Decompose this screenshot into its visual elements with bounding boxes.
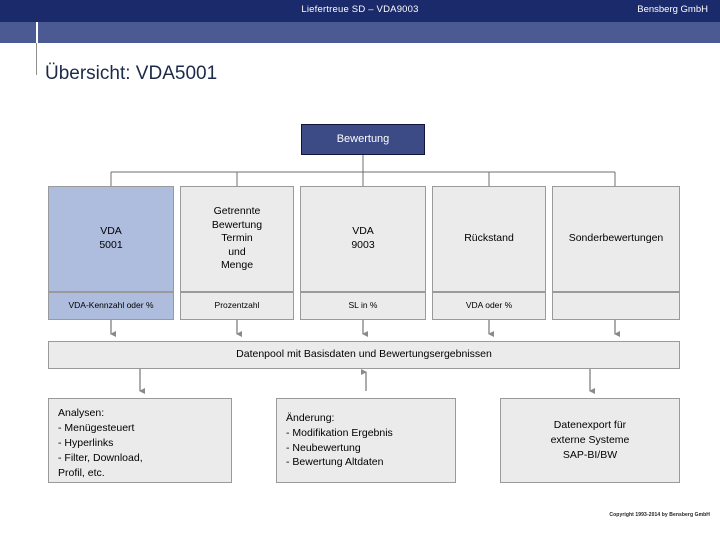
cell-rueckstand-title[interactable]: Rückstand xyxy=(432,186,546,292)
cell-vda9003-title[interactable]: VDA 9003 xyxy=(300,186,426,292)
cell-vda9003-subtitle[interactable]: SL in % xyxy=(300,292,426,320)
header-company-label: Bensberg GmbH xyxy=(637,4,708,15)
cell-sonderbewertungen-title[interactable]: Sonderbewertungen xyxy=(552,186,680,292)
page-title: Übersicht: VDA5001 xyxy=(45,63,218,84)
node-datenexport[interactable]: Datenexport für externe Systeme SAP-BI/B… xyxy=(500,398,680,483)
node-datenpool[interactable]: Datenpool mit Basisdaten und Bewertungse… xyxy=(48,341,680,369)
header-secondary-bar xyxy=(0,22,720,43)
cell-sonderbewertungen-subtitle[interactable] xyxy=(552,292,680,320)
node-bewertung[interactable]: Bewertung xyxy=(301,124,425,155)
copyright-notice: Copyright 1993-2014 by Bensberg GmbH xyxy=(609,512,710,518)
cell-vda5001-subtitle[interactable]: VDA-Kennzahl oder % xyxy=(48,292,174,320)
header-title: Liefertreue SD – VDA9003 xyxy=(301,4,419,15)
header-accent-divider xyxy=(36,22,38,43)
header-bar: Liefertreue SD – VDA9003 Bensberg GmbH xyxy=(0,0,720,22)
cell-getrennte-bewertung-title[interactable]: Getrennte Bewertung Termin und Menge xyxy=(180,186,294,292)
node-aenderung[interactable]: Änderung: - Modifikation Ergebnis - Neub… xyxy=(276,398,456,483)
cell-getrennte-bewertung-subtitle[interactable]: Prozentzahl xyxy=(180,292,294,320)
cell-vda5001-title[interactable]: VDA 5001 xyxy=(48,186,174,292)
node-analysen[interactable]: Analysen: - Menügesteuert - Hyperlinks -… xyxy=(48,398,232,483)
title-accent-rule xyxy=(36,43,37,75)
cell-rueckstand-subtitle[interactable]: VDA oder % xyxy=(432,292,546,320)
